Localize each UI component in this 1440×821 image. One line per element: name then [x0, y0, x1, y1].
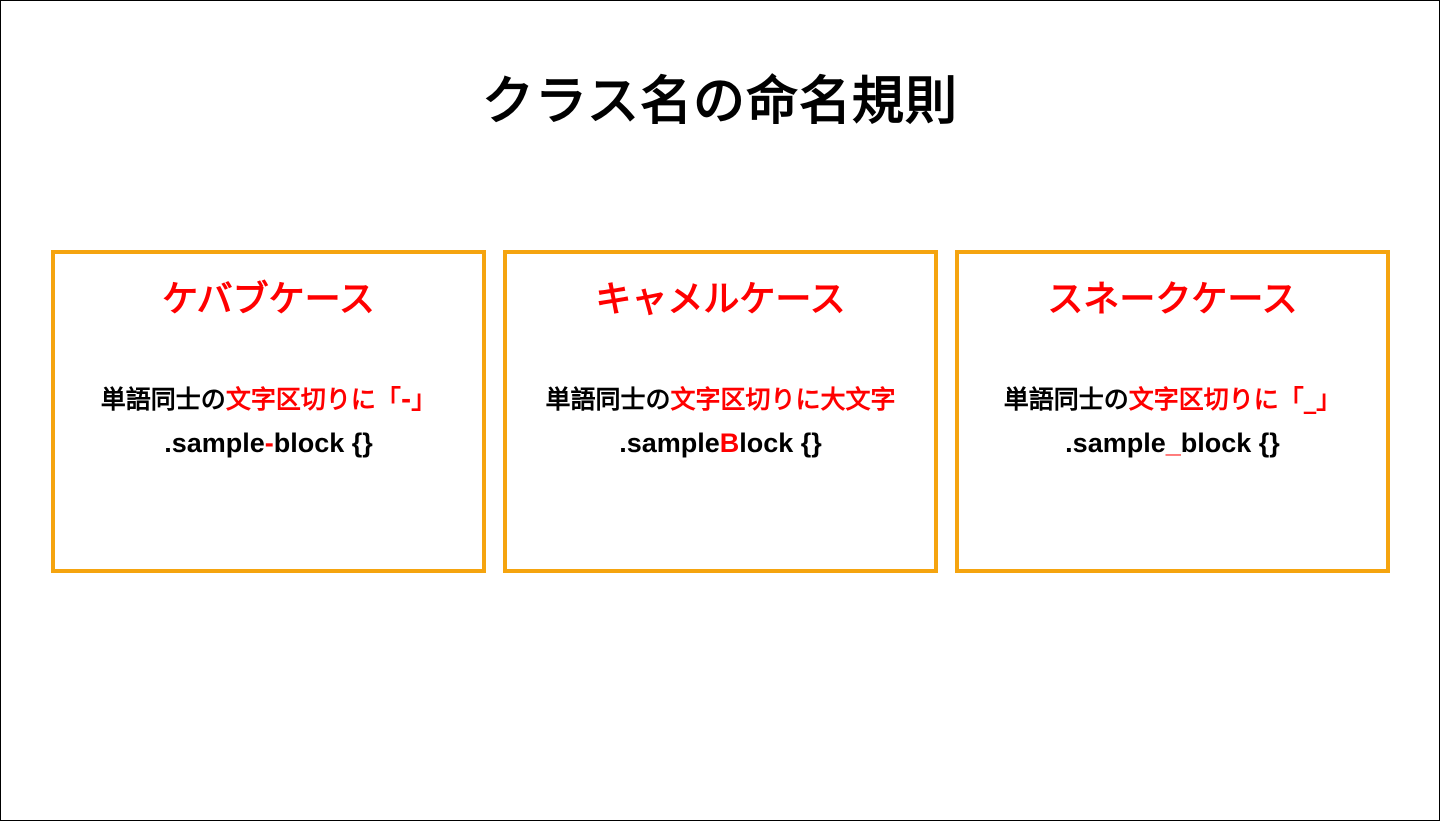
code-separator: _ [1165, 428, 1181, 458]
description-highlight: 文字区切りに大文字 [670, 385, 896, 414]
code-separator: - [264, 428, 274, 458]
code-after: lock {} [739, 428, 822, 458]
card-description: 単語同士の文字区切りに「_」 [959, 380, 1386, 416]
code-before: .sample [1065, 428, 1166, 458]
card-code-example: .sample-block {} [55, 428, 482, 459]
slide-title: クラス名の命名規則 [482, 72, 958, 132]
description-prefix: 単語同士の [100, 385, 226, 414]
code-before: .sample [619, 428, 720, 458]
code-after: block {} [273, 428, 373, 458]
card-code-example: .sampleBlock {} [507, 428, 934, 459]
card-description: 単語同士の文字区切りに大文字 [507, 380, 934, 416]
card-snake-case: スネークケース 単語同士の文字区切りに「_」 .sample_block {} [955, 250, 1390, 573]
description-prefix: 単語同士の [545, 385, 671, 414]
code-separator: B [719, 428, 740, 458]
description-prefix: 単語同士の [1003, 385, 1129, 414]
card-title: キャメルケース [595, 279, 846, 320]
card-code-example: .sample_block {} [959, 428, 1386, 459]
code-before: .sample [164, 428, 265, 458]
card-kebab-case: ケバブケース 単語同士の文字区切りに「-」 .sample-block {} [51, 250, 486, 573]
card-title: スネークケース [1047, 279, 1298, 320]
description-highlight: 文字区切りに「_」 [1128, 385, 1342, 414]
description-highlight: 文字区切りに「-」 [225, 385, 437, 414]
code-after: block {} [1180, 428, 1280, 458]
card-title: ケバブケース [162, 279, 375, 320]
card-description: 単語同士の文字区切りに「-」 [55, 380, 482, 416]
card-camel-case: キャメルケース 単語同士の文字区切りに大文字 .sampleBlock {} [503, 250, 938, 573]
